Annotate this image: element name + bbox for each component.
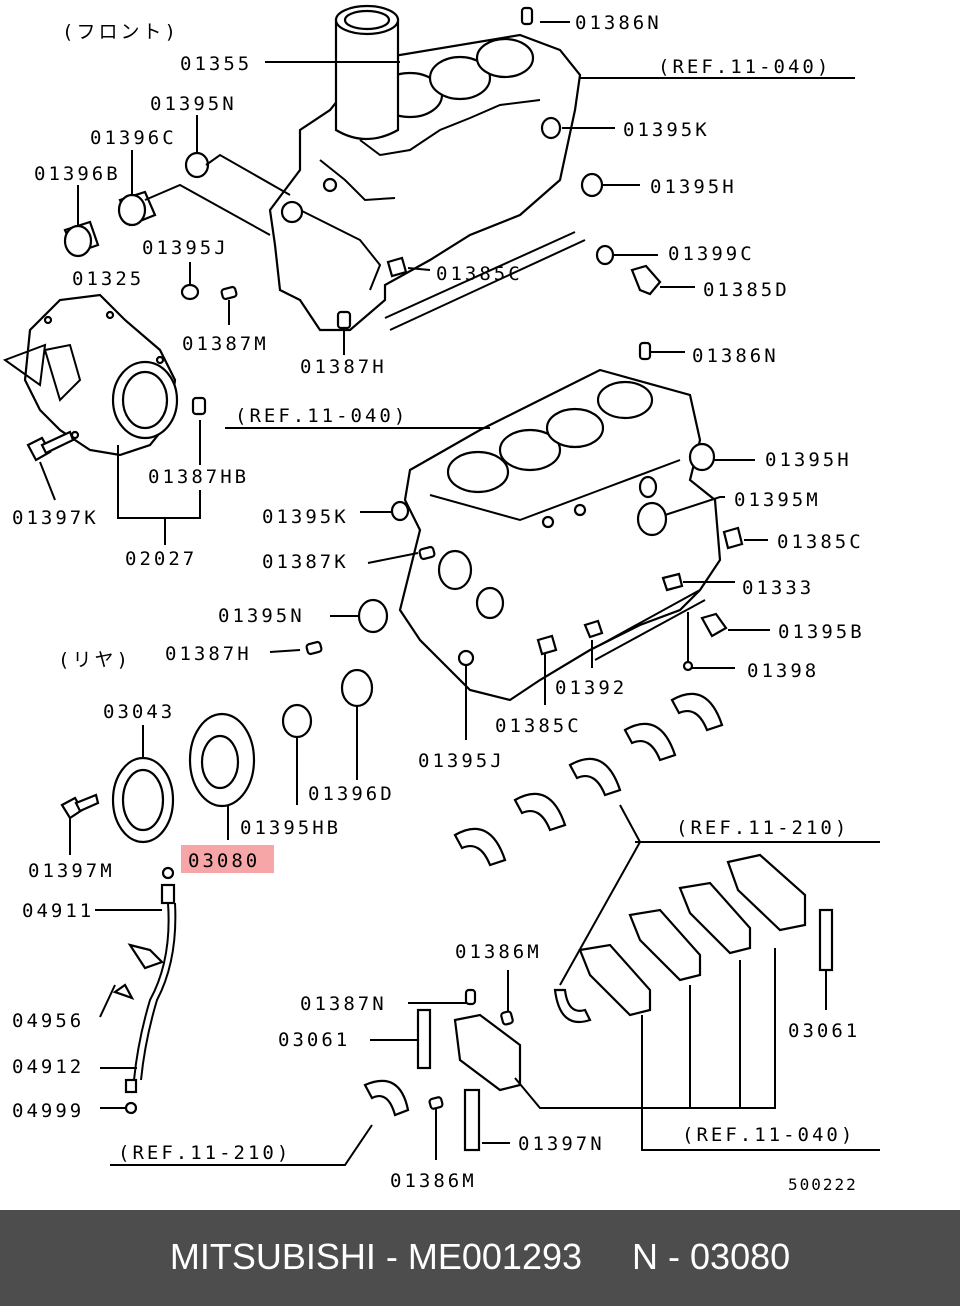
part-label[interactable]: 01395J — [142, 237, 229, 259]
part-label[interactable]: 04911 — [22, 900, 94, 922]
rear-seals — [60, 649, 475, 844]
part-label[interactable]: 01325 — [72, 268, 144, 290]
part-label[interactable]: 03061 — [788, 1020, 860, 1042]
ref-prefix: N - — [632, 1236, 691, 1277]
part-label[interactable]: 01398 — [747, 660, 819, 682]
part-label[interactable]: 01385C — [436, 263, 523, 285]
footer-bar — [0, 1210, 960, 1306]
section-labels: (フロント) (リヤ) — [58, 21, 179, 671]
ref-label: (REF.11-040) — [658, 56, 831, 78]
part-label[interactable]: 01397K — [12, 507, 99, 529]
separator: - — [375, 1236, 408, 1277]
part-label[interactable]: 01386M — [390, 1170, 477, 1192]
part-label[interactable]: 01386N — [575, 12, 662, 34]
dipstick-assembly — [112, 866, 177, 1115]
part-label[interactable]: 01396C — [90, 127, 177, 149]
part-label[interactable]: 01385D — [703, 279, 790, 301]
part-label[interactable]: 01399C — [668, 243, 755, 265]
part-label[interactable]: 01395J — [418, 750, 505, 772]
part-label[interactable]: 04956 — [12, 1010, 84, 1032]
part-label[interactable]: 01395K — [262, 506, 349, 528]
part-label[interactable]: 02027 — [125, 548, 197, 570]
part-label[interactable]: 04912 — [12, 1056, 84, 1078]
front-cover-plate — [2, 293, 207, 462]
part-label[interactable]: 01395H — [650, 176, 737, 198]
spacer — [582, 1236, 632, 1277]
footer-caption: MITSUBISHI - ME001293 N - 03080 — [0, 1236, 960, 1278]
ref-code: 03080 — [690, 1236, 791, 1277]
part-label[interactable]: 01395H — [765, 449, 852, 471]
part-label[interactable]: 03043 — [103, 701, 175, 723]
part-label[interactable]: 04999 — [12, 1100, 84, 1122]
bearing-shells — [363, 692, 724, 1117]
part-number-labels: 01386N 01355 01395N 01396C 01396B 01395K… — [12, 12, 865, 1194]
reference-labels: (REF.11-040) (REF.11-040) (REF.11-210) (… — [118, 56, 855, 1164]
leader-lines — [39, 21, 880, 1166]
upper-cylinder-block — [268, 4, 586, 332]
part-label[interactable]: 01387N — [300, 993, 387, 1015]
part-label[interactable]: 01396D — [308, 783, 395, 805]
part-label[interactable]: 01397M — [28, 860, 115, 882]
ref-label: (REF.11-210) — [676, 817, 849, 839]
brand-name: MITSUBISHI — [169, 1236, 376, 1277]
part-label[interactable]: 01387M — [182, 333, 269, 355]
part-label[interactable]: 01395N — [150, 93, 237, 115]
ref-label: (REF.11-210) — [118, 1142, 291, 1164]
exploded-parts-diagram: (フロント) (リヤ) (REF.11-040) (REF.11-040) (R… — [2, 4, 880, 1194]
part-label[interactable]: 01395HB — [240, 817, 341, 839]
ref-label: (REF.11-040) — [682, 1124, 855, 1146]
part-label[interactable]: 01395B — [778, 621, 865, 643]
part-label[interactable]: 01387H — [300, 356, 387, 378]
part-label[interactable]: 01385C — [777, 531, 864, 553]
highlight-box — [181, 845, 274, 873]
part-label[interactable]: 01386N — [692, 345, 779, 367]
part-label[interactable]: 03061 — [278, 1029, 350, 1051]
diagram-id: 500222 — [788, 1175, 858, 1194]
part-label[interactable]: 01395K — [623, 119, 710, 141]
lower-cylinder-block — [398, 368, 722, 702]
part-label[interactable]: 01387H — [165, 643, 252, 665]
front-view-label: (フロント) — [62, 21, 179, 43]
main-bearing-caps — [416, 853, 834, 1152]
part-label[interactable]: 01387K — [262, 551, 349, 573]
part-label[interactable]: 01395M — [734, 489, 821, 511]
part-label[interactable]: 01386M — [455, 941, 542, 963]
part-label[interactable]: 01385C — [495, 715, 582, 737]
part-label[interactable]: 01387HB — [148, 466, 249, 488]
lower-small-parts — [305, 341, 744, 672]
part-number: ME001293 — [407, 1236, 583, 1277]
part-label[interactable]: 01392 — [555, 677, 627, 699]
highlighted-part-label[interactable]: 03080 — [188, 850, 260, 872]
part-label[interactable]: 01397N — [518, 1133, 605, 1155]
ref-label: (REF.11-040) — [235, 405, 408, 427]
rear-view-label: (リヤ) — [58, 649, 131, 671]
part-label[interactable]: 01396B — [34, 163, 121, 185]
part-label[interactable]: 01333 — [742, 577, 814, 599]
part-label[interactable]: 01355 — [180, 53, 252, 75]
part-label[interactable]: 01395N — [218, 605, 305, 627]
